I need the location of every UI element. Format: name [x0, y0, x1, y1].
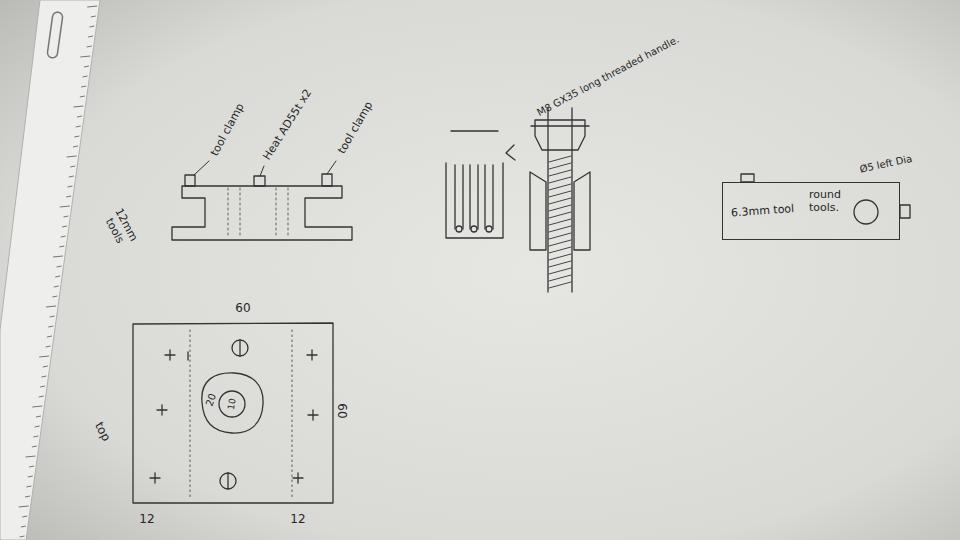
dimension: 60 [235, 302, 250, 316]
ruler [0, 0, 100, 540]
node-text: 6.3mm tool [731, 203, 802, 220]
handle-section [530, 108, 590, 292]
dimension: 10 [226, 397, 238, 410]
dimension: 12 [290, 513, 305, 527]
side-view-body [172, 161, 352, 240]
slotted-part [446, 131, 515, 238]
dimension: 12 [139, 513, 154, 527]
dimension: 60 [334, 403, 348, 418]
tool-holder-box: 6.3mm tool round tools. [722, 182, 900, 240]
top-view-plate [133, 323, 333, 503]
node-text: round tools. [809, 189, 851, 214]
